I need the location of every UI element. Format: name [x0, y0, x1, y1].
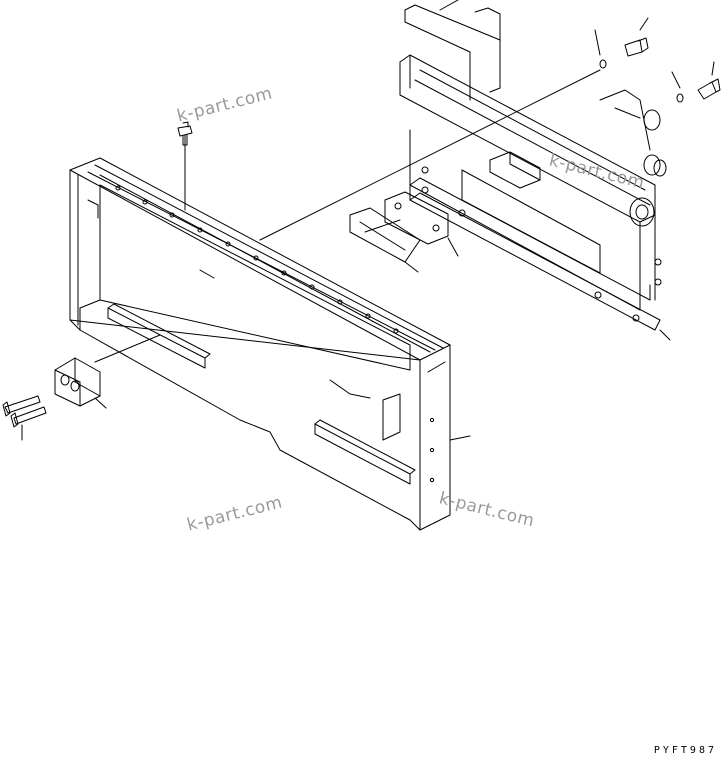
rear-carriage	[399, 4, 667, 331]
stopper-block	[54, 357, 101, 407]
bolt-icon	[2, 395, 47, 428]
wear-pad	[384, 191, 449, 245]
slide-pad	[349, 207, 421, 263]
drawing-code: PYFT987	[653, 745, 717, 756]
front-frame	[69, 134, 451, 531]
bolt-icon	[624, 37, 721, 100]
leader-lines	[21, 0, 715, 441]
washer-icon	[599, 59, 684, 103]
bolt-icon	[177, 121, 193, 146]
